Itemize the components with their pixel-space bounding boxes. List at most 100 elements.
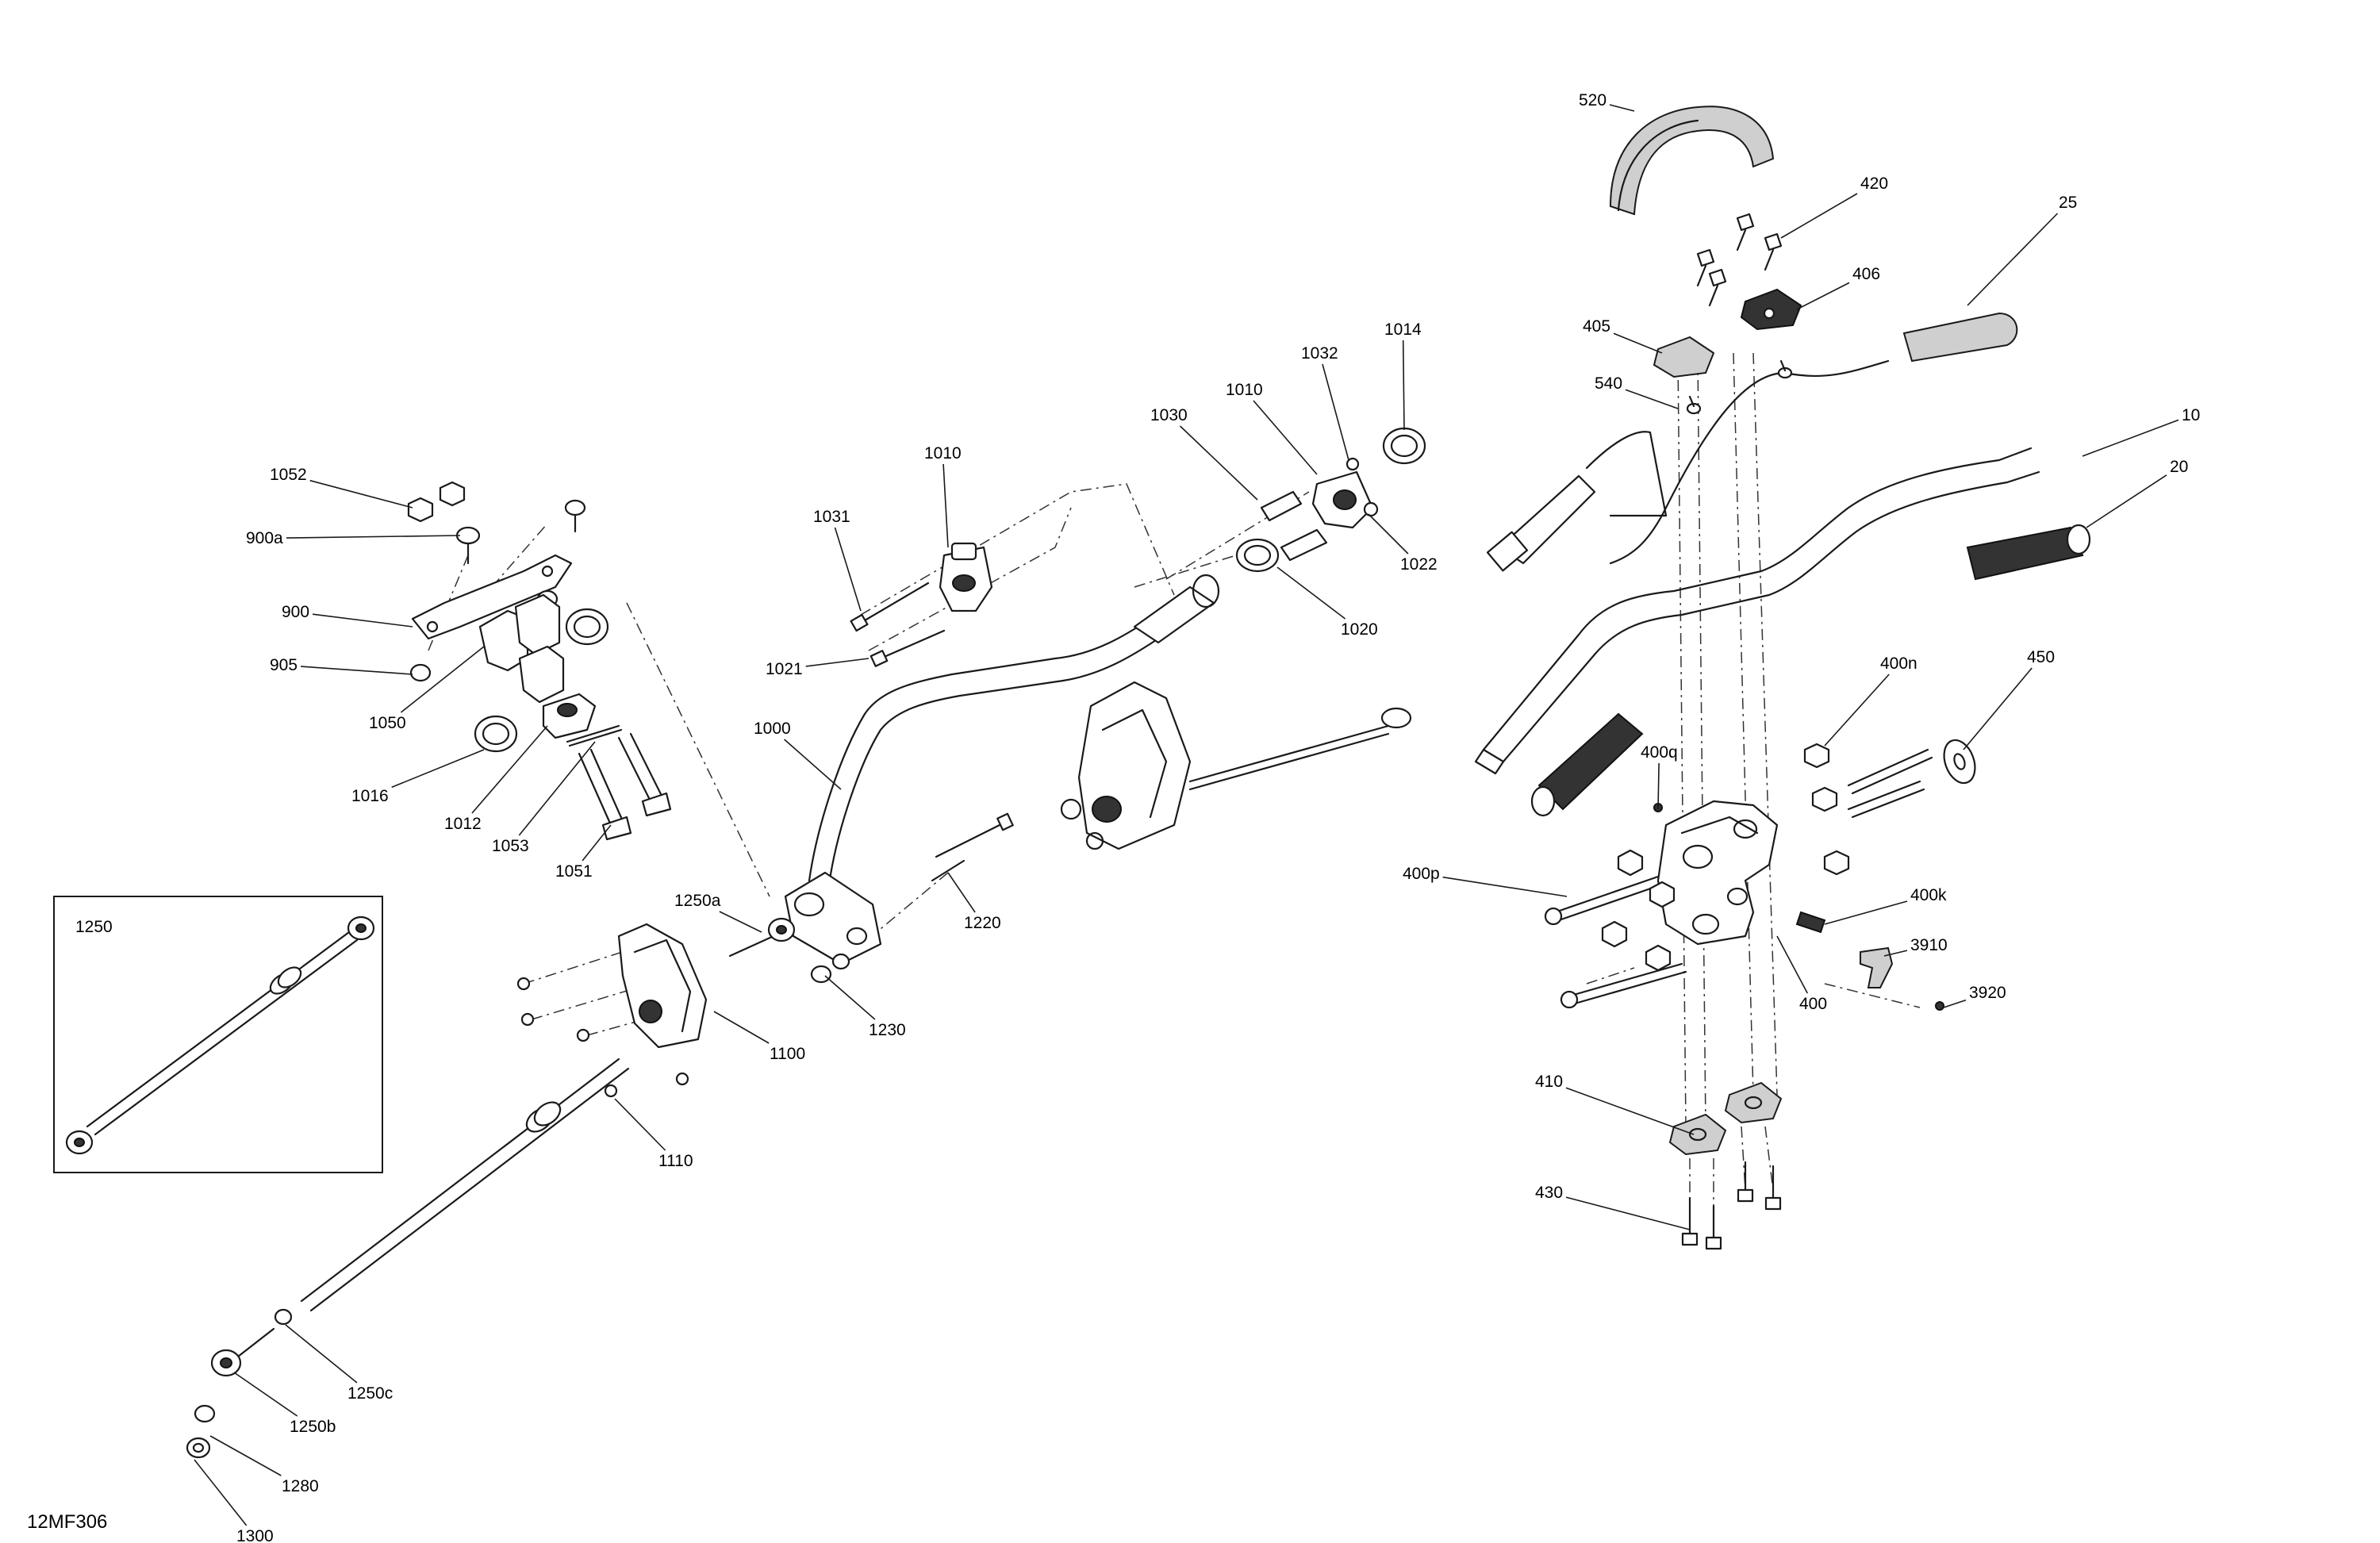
grip-left [1530, 712, 1644, 817]
inset-label: 1250 [75, 918, 113, 936]
leader-line [582, 824, 612, 862]
rod-end-1250a [728, 917, 796, 958]
leader-line [1565, 1196, 1691, 1230]
callout-1280: 1280 [209, 1435, 319, 1495]
callout-1000: 1000 [754, 720, 842, 790]
handlebar-10 [1474, 447, 2040, 775]
clamp-410 [1668, 1081, 1783, 1156]
tie-rod-centre [1188, 707, 1412, 791]
leader-line [2082, 419, 2179, 457]
callout-label: 1050 [369, 714, 406, 732]
callout-label: 1032 [1301, 344, 1338, 363]
bolt-1220 [931, 812, 1014, 882]
leader-line [784, 739, 842, 790]
leader-line [1565, 1087, 1695, 1135]
leader-line [1824, 900, 1908, 925]
bolts-400n [1803, 743, 1933, 876]
callout-1022: 1022 [1368, 513, 1438, 574]
nut-1250c [274, 1308, 293, 1326]
callout-label: 1010 [1226, 381, 1263, 399]
leader-line [1609, 104, 1635, 112]
rod-end-1250b [210, 1327, 275, 1377]
leader-line [947, 872, 976, 913]
callout-label: 540 [1595, 374, 1622, 393]
leader-line [1179, 425, 1258, 501]
callout-label: 1016 [351, 787, 389, 805]
callout-1300: 1300 [194, 1459, 274, 1543]
leader-line [233, 1372, 298, 1417]
callout-label: 1110 [658, 1152, 693, 1170]
callout-1016: 1016 [351, 749, 485, 805]
callout-label: 900 [282, 603, 309, 621]
callout-1051: 1051 [555, 824, 612, 881]
callout-405: 405 [1583, 317, 1663, 354]
leader-line [942, 463, 949, 548]
ring-1016-upper [565, 608, 609, 646]
callout-905: 905 [270, 656, 413, 675]
leader-line [1776, 935, 1809, 994]
leader-line [300, 666, 413, 675]
callout-406: 406 [1796, 265, 1880, 310]
handguard-520 [1609, 106, 1775, 216]
callout-1110: 1110 [614, 1098, 693, 1170]
leader-line [286, 535, 461, 539]
bolt-1031 [850, 582, 930, 632]
callout-450: 450 [1963, 648, 2055, 750]
ring-1014 [1382, 427, 1426, 465]
callout-1012: 1012 [444, 725, 548, 833]
callout-1010: 1010 [924, 444, 962, 548]
leader-line [1613, 332, 1663, 354]
screws-420 [1696, 213, 1783, 307]
callout-label: 1230 [869, 1021, 906, 1039]
washer-1280 [194, 1404, 216, 1423]
leader-line [805, 658, 869, 667]
callout-label: 400k [1910, 886, 1947, 904]
leader-line [209, 1435, 282, 1476]
leader-line [614, 1098, 666, 1151]
tie-rod-1250 [300, 1057, 630, 1312]
screw-3920 [1935, 1001, 1944, 1011]
callout-label: 400n [1880, 654, 1917, 673]
callout-label: 420 [1860, 175, 1888, 193]
leader-line [1402, 340, 1405, 431]
callout-label: 1220 [964, 914, 1001, 932]
callout-label: 1250b [290, 1418, 336, 1436]
callout-label: 1010 [924, 444, 962, 463]
callout-label: 430 [1535, 1184, 1563, 1202]
leader-line [471, 725, 548, 814]
callout-1032: 1032 [1301, 344, 1349, 461]
inset-1250: 1250 [53, 896, 383, 1173]
callout-1100: 1100 [713, 1011, 805, 1063]
leader-line [1943, 999, 1967, 1008]
callout-label: 1020 [1341, 620, 1378, 639]
callout-label: 1000 [754, 720, 791, 738]
leader-line [1780, 193, 1858, 239]
callout-labels: 5204202540640554010201014103210101030102… [194, 91, 2200, 1543]
clamp-1012 [518, 645, 597, 739]
callout-label: 406 [1852, 265, 1880, 283]
callout-1220: 1220 [947, 872, 1001, 932]
callout-label: 1030 [1150, 406, 1188, 424]
bolt-1051 [578, 732, 672, 841]
leader-line [719, 911, 762, 933]
callout-1010: 1010 [1226, 381, 1318, 475]
clamp-406 [1740, 288, 1802, 331]
callout-1250c: 1250c [285, 1324, 393, 1403]
leader-line [285, 1324, 358, 1384]
callout-1050: 1050 [369, 646, 485, 732]
leader-line [312, 613, 413, 628]
callout-25: 25 [1967, 194, 2077, 306]
callout-label: 1100 [770, 1045, 805, 1063]
leader-line [518, 741, 596, 836]
nut-1300 [186, 1437, 211, 1459]
washer-450 [1943, 739, 1976, 785]
callout-400n: 400n [1824, 654, 1917, 747]
leader-line [1625, 389, 1679, 409]
callout-label: 1280 [282, 1477, 319, 1495]
lever-3910 [1860, 946, 1894, 988]
callout-900: 900 [282, 603, 413, 628]
screws-1110 [516, 977, 689, 1098]
callout-3910: 3910 [1883, 936, 1948, 957]
bracket-900 [411, 554, 573, 640]
